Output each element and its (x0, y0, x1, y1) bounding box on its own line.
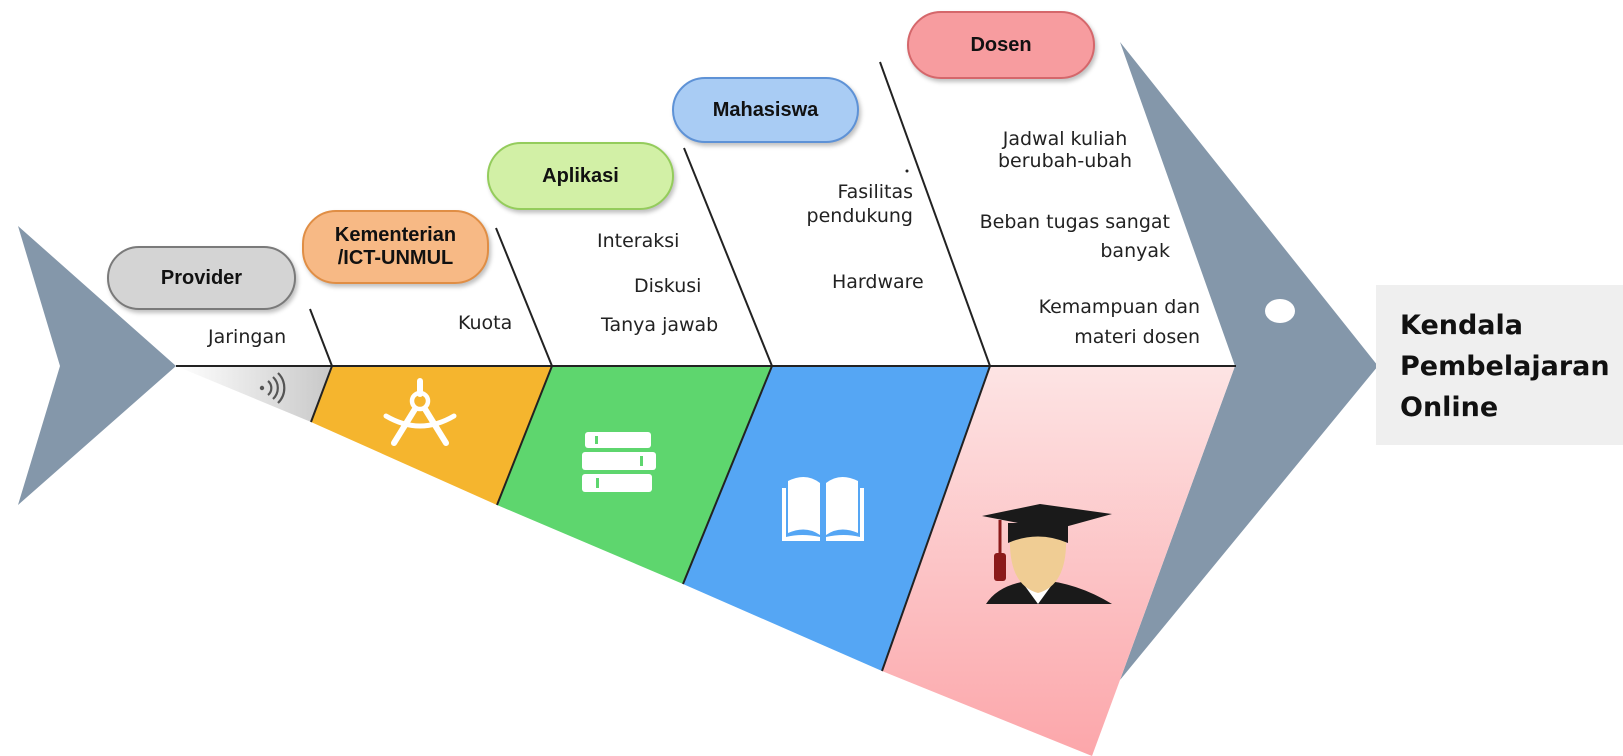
category-aplikasi: Aplikasi (487, 142, 674, 210)
fish-eye (1265, 299, 1295, 323)
open-book-icon (782, 476, 864, 541)
effect-line-1: Kendala (1400, 310, 1524, 341)
category-bones (309, 61, 991, 367)
cause-beban-tugas: Beban tugas sangat banyak (979, 211, 1170, 262)
cause-jadwal-kuliah: Jadwal kuliah berubah-ubah (998, 128, 1132, 172)
wifi-signal-icon (259, 372, 286, 404)
category-mahasiswa-label: Mahasiswa (712, 98, 819, 121)
effect-box: Kendala Pembelajaran Online (1376, 285, 1623, 445)
cause-kemampuan-dosen: Kemampuan dan materi dosen (1038, 296, 1200, 348)
effect-line-3: Online (1400, 392, 1499, 423)
category-kementerian-label: Kementerian /ICT-UNMUL (334, 224, 457, 269)
category-dosen-label: Dosen (970, 33, 1032, 56)
category-mahasiswa: Mahasiswa (672, 77, 859, 143)
stray-dot (905, 169, 909, 173)
category-provider: Provider (107, 246, 296, 310)
cause-interaksi: Interaksi (597, 230, 680, 252)
cause-jaringan: Jaringan (208, 326, 287, 348)
effect-line-2: Pembelajaran (1400, 351, 1610, 382)
provider-section (176, 366, 332, 422)
cause-kuota: Kuota (458, 312, 513, 334)
cause-hardware: Hardware (832, 271, 924, 293)
compass-drafting-icon (383, 378, 457, 446)
book-stack-icon (582, 432, 656, 492)
section-dividers (310, 365, 991, 672)
category-provider-label: Provider (160, 266, 243, 289)
kementerian-section (311, 366, 552, 505)
graduate-person-icon (982, 504, 1112, 604)
category-aplikasi-label: Aplikasi (542, 164, 619, 187)
fish-tail (18, 226, 176, 505)
category-kementerian: Kementerian /ICT-UNMUL (302, 210, 489, 284)
fish-head (1120, 42, 1378, 680)
category-dosen: Dosen (907, 11, 1095, 79)
cause-fasilitas-pendukung: Fasilitas pendukung (806, 181, 913, 227)
cause-tanya-jawab: Tanya jawab (601, 314, 719, 336)
cause-diskusi: Diskusi (634, 275, 702, 297)
